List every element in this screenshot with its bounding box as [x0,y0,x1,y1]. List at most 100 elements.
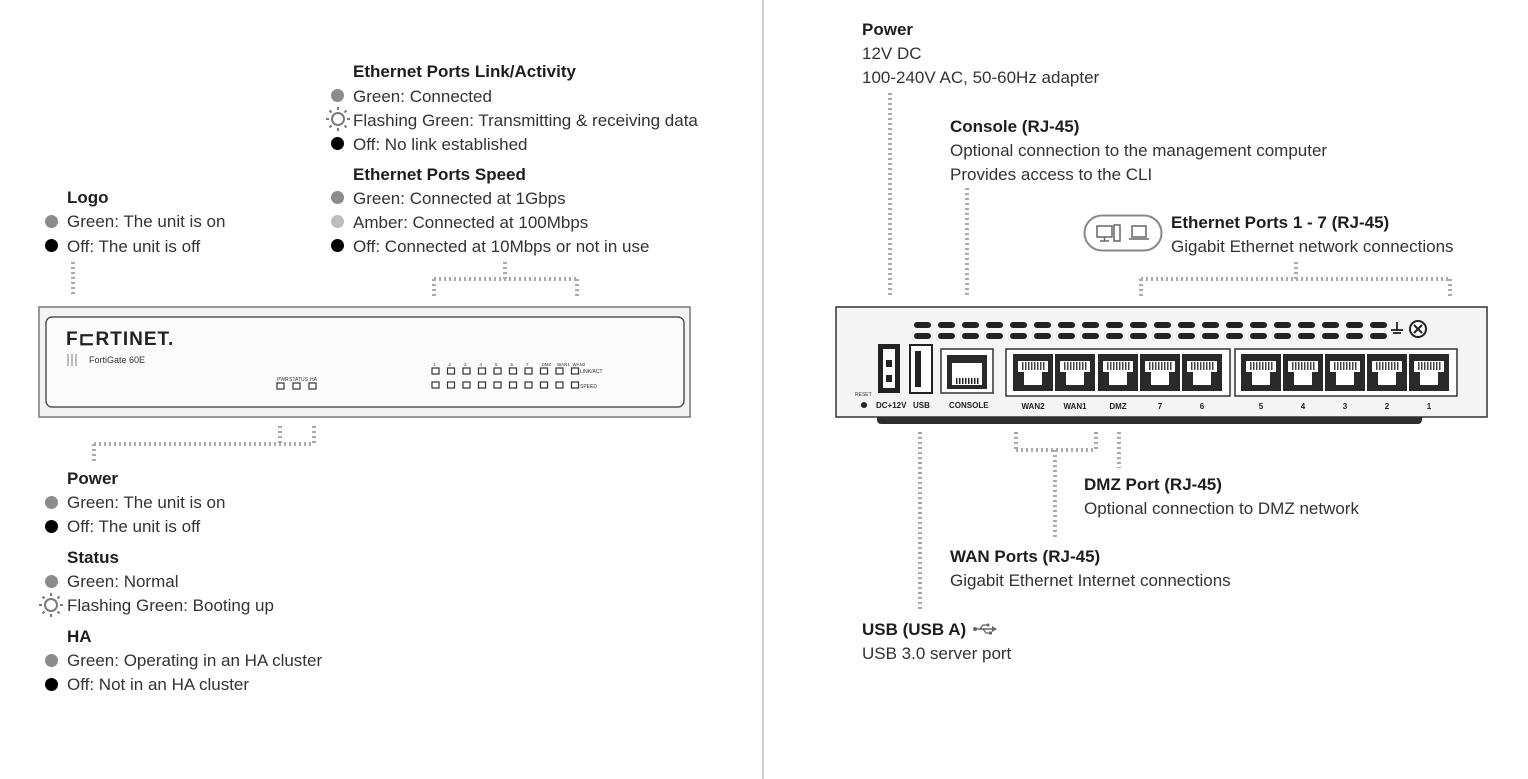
vent-slot [1034,322,1051,328]
vent-slot [1346,322,1363,328]
ethernet-title: Ethernet Ports 1 - 7 (RJ-45) [1171,213,1390,232]
vent-lines-icon [67,354,77,366]
vent-slot [1154,322,1171,328]
green-led-icon [45,575,58,588]
dmz-line-0: Optional connection to DMZ network [1084,499,1359,518]
rj45-port-7: 7 [1140,354,1180,411]
vent-slot [1322,322,1339,328]
svg-text:USB: USB [913,401,930,410]
port-number-label: 7 [526,362,529,367]
logo-item-0: Green: The unit is on [67,212,226,231]
ha-item-0: Green: Operating in an HA cluster [67,651,323,670]
off-led-icon [45,239,58,252]
vent-slot [1250,322,1267,328]
rj45-port-5: 5 [1241,354,1281,411]
status-item-1: Flashing Green: Booting up [67,596,274,615]
speed-led [446,381,456,389]
port-number-label: DMZ [542,362,552,367]
svg-text:HA: HA [310,377,318,383]
svg-text:PWR: PWR [277,377,289,383]
console-line-1: Provides access to the CLI [950,165,1153,184]
logo-title: Logo [67,188,109,207]
vent-slot [938,333,955,339]
power-item-1: Off: The unit is off [67,517,201,536]
vent-slot [1082,333,1099,339]
link-act-led [477,367,487,375]
svg-text:CONSOLE: CONSOLE [949,401,989,410]
speed-led [570,381,580,389]
vent-slot [1226,322,1243,328]
vent-slot [986,333,1003,339]
vent-slot [1010,322,1027,328]
back-power-line-0: 12V DC [862,44,922,63]
vent-slot [1130,322,1147,328]
vent-slot [1106,333,1123,339]
rj45-port-3: 3 [1325,354,1365,411]
vent-slots [914,322,1387,339]
rj45-port-2: 2 [1367,354,1407,411]
link-act-led [508,367,518,375]
port-label: 3 [1343,402,1348,411]
off-led-icon [45,520,58,533]
eth-link-item-2: Off: No link established [353,135,528,154]
rj45-port-6: 6 [1182,354,1222,411]
link-act-led [431,367,440,375]
vent-slot [1298,322,1315,328]
link-act-led [493,367,502,375]
green-led-icon [45,496,58,509]
power-title: Power [67,469,119,488]
dmz-title: DMZ Port (RJ-45) [1084,475,1222,494]
port-label: 5 [1259,402,1264,411]
port-label: 6 [1200,402,1205,411]
usb-title: USB (USB A) [862,620,967,639]
vent-slot [1274,333,1291,339]
vent-slot [1058,322,1075,328]
vent-slot [914,333,931,339]
vent-slot [1322,333,1339,339]
svg-text:RESET: RESET [855,392,872,398]
vent-slot [1010,333,1027,339]
wan-line-0: Gigabit Ethernet Internet connections [950,571,1231,590]
vent-slot [914,322,931,328]
vent-slot [1370,333,1387,339]
green-led-icon [45,215,58,228]
port-label: 2 [1385,402,1390,411]
speed-led [493,381,502,389]
vent-slot [1226,333,1243,339]
off-led-icon [331,239,344,252]
wan-title: WAN Ports (RJ-45) [950,547,1101,566]
eth-link-title: Ethernet Ports Link/Activity [353,62,576,81]
speed-led [524,381,533,389]
speed-led [477,381,487,389]
link-act-led [570,367,580,375]
rj45-port-wan1: WAN1 [1055,354,1095,411]
speed-led [539,381,549,389]
green-led-icon [45,654,58,667]
vent-slot [1274,322,1291,328]
vent-slot [1250,333,1267,339]
vent-slot [1130,333,1147,339]
speed-led [555,381,564,389]
svg-text:DC+12V: DC+12V [876,401,907,410]
ha-led [308,382,317,390]
status-item-0: Green: Normal [67,572,179,591]
speed-led [431,381,440,389]
off-led-icon [45,678,58,691]
vent-slot [1370,322,1387,328]
vent-slot [1178,322,1195,328]
port-label: WAN1 [1063,402,1087,411]
reset-button [861,402,867,408]
vent-slot [986,322,1003,328]
status-led [292,382,301,390]
rj45-port-wan2: WAN2 [1013,354,1053,411]
green-led-icon [331,89,344,102]
port-label: 4 [1301,402,1306,411]
port-label: 7 [1158,402,1163,411]
speed-led [462,381,471,389]
port-number-label: 6 [511,362,514,367]
eth-link-item-1: Flashing Green: Transmitting & receiving… [353,111,698,130]
console-line-0: Optional connection to the management co… [950,141,1328,160]
eth-speed-item-1: Amber: Connected at 100Mbps [353,213,589,232]
